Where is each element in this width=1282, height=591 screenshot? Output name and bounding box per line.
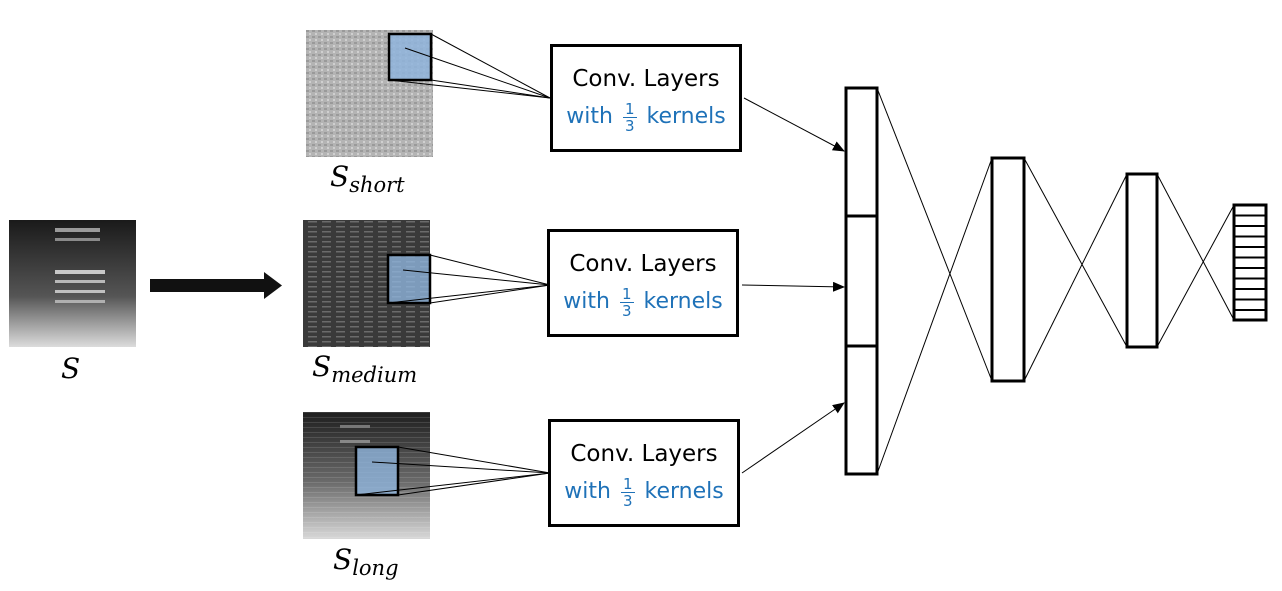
- spectrogram-short: [306, 30, 433, 157]
- kernel-projection-lines: [355, 33, 551, 496]
- spectrogram-long: [303, 412, 430, 539]
- label-s-long: Slong: [333, 543, 399, 580]
- label-input-s: S: [61, 352, 81, 385]
- conv-title: Conv. Layers: [569, 251, 717, 277]
- conv-title: Conv. Layers: [572, 66, 720, 92]
- concat-feature-block: [844, 86, 879, 476]
- dense-connections: [876, 87, 1235, 475]
- transform-arrow: [150, 272, 282, 299]
- output-vector: [1232, 203, 1268, 322]
- dense-layers: [990, 156, 1159, 383]
- dense-layer-1: [990, 156, 1026, 383]
- conv-to-concat-arrows: [741, 97, 845, 474]
- input-spectrogram: [9, 220, 136, 347]
- dense-layer-2: [1125, 172, 1159, 349]
- conv-title: Conv. Layers: [570, 441, 718, 467]
- label-s-short: Sshort: [330, 160, 405, 197]
- label-s-medium: Smedium: [312, 350, 418, 387]
- spectrogram-medium: [303, 220, 432, 347]
